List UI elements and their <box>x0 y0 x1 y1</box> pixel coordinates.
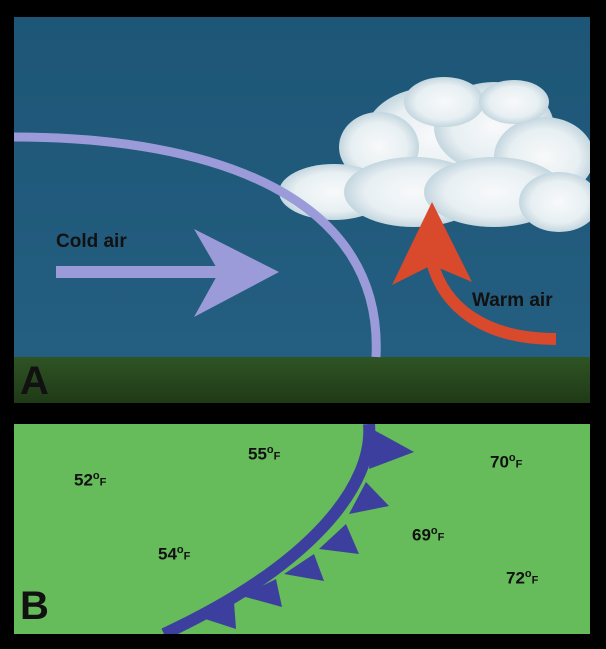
temperature-label: 54oF <box>158 544 191 564</box>
ground <box>14 357 590 403</box>
temperature-label: 72oF <box>506 568 539 588</box>
warm-air-label: Warm air <box>472 290 553 311</box>
temperature-label: 52oF <box>74 470 107 490</box>
cold-front-line <box>161 424 376 634</box>
cold-air-arrow <box>56 229 279 317</box>
cold-air-label: Cold air <box>56 231 127 252</box>
warm-air-arrow <box>392 202 557 345</box>
panel-a-letter: A <box>20 359 49 403</box>
temperature-label: 55oF <box>248 444 281 464</box>
panel-a-cold-front-illustration: Cold air Warm air A <box>14 17 590 403</box>
cumulus-cloud <box>279 77 590 232</box>
temperature-label: 70oF <box>490 452 523 472</box>
panel-a-scene <box>14 17 590 403</box>
cold-air-boundary-curve <box>14 132 381 358</box>
temperature-label: 69oF <box>412 525 445 545</box>
cold-front-triangles <box>199 429 414 629</box>
cold-front-map <box>161 424 414 634</box>
panel-b-weather-map: 52oF 55oF 54oF 70oF 69oF 72oF B <box>14 424 590 634</box>
panel-b-letter: B <box>20 584 49 628</box>
